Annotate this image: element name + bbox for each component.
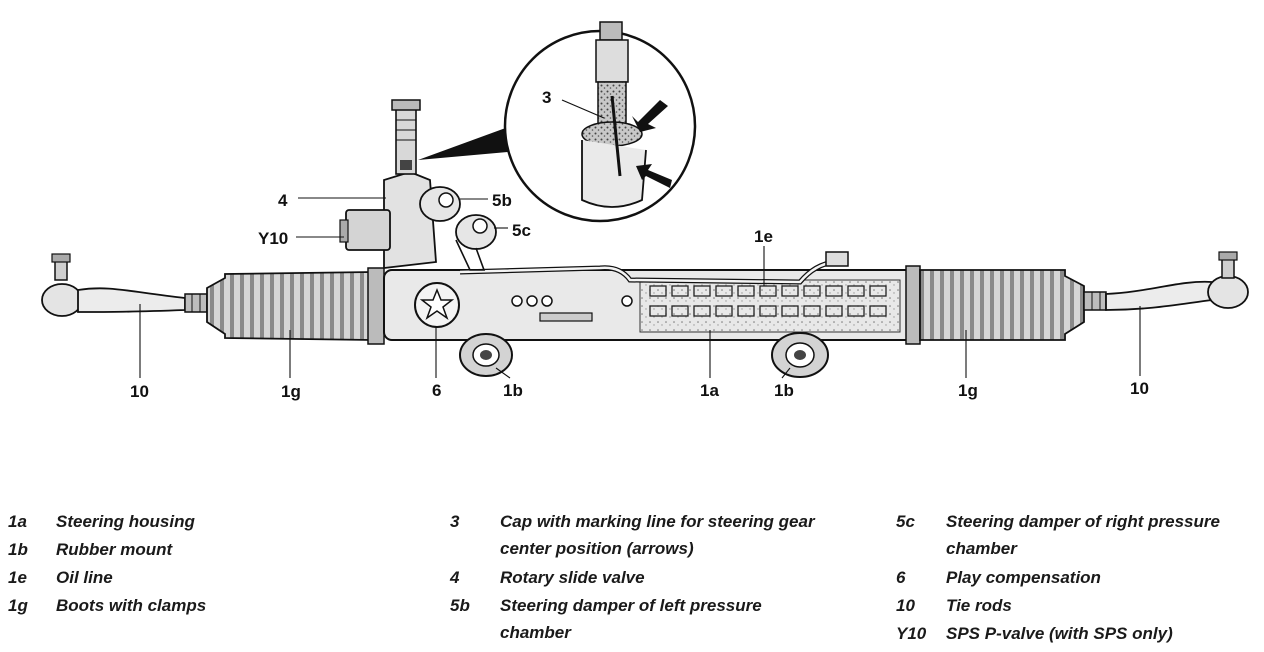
legend-key: 5b: [450, 596, 470, 615]
rubber-mount-right: [771, 332, 829, 378]
callout-4: 4: [278, 191, 288, 210]
oil-line: [459, 251, 849, 285]
callout-5b: 5b: [492, 191, 512, 210]
legend-item: 4 Rotary slide valve: [450, 564, 830, 592]
rotary-slide-valve: [383, 99, 437, 270]
legend-key: 4: [450, 568, 460, 587]
parts-legend: 1a Steering housing 1b Rubber mount 1e O…: [0, 508, 1264, 648]
callout-1a: 1a: [700, 381, 719, 400]
legend-item: 1e Oil line: [8, 564, 206, 592]
legend-text: SPS P-valve (with SPS only): [946, 624, 1173, 643]
legend-key: 10: [896, 596, 915, 615]
legend-key: 6: [896, 568, 906, 587]
tie-rod-right: [1083, 251, 1249, 311]
steering-damper-left: [419, 186, 461, 222]
boot-left: [206, 267, 385, 345]
legend-text: Rubber mount: [56, 540, 173, 559]
legend-item: 5b Steering damper of left pressure cham…: [450, 592, 830, 648]
callout-5c: 5c: [512, 221, 531, 240]
play-compensation: [414, 282, 460, 328]
callout-10-left: 10: [130, 382, 149, 401]
legend-column-1: 1a Steering housing 1b Rubber mount 1e O…: [8, 508, 206, 620]
legend-key: 1b: [8, 540, 28, 559]
callout-6: 6: [432, 381, 441, 400]
callout-y10: Y10: [258, 229, 288, 248]
callout-1g-left: 1g: [281, 382, 301, 401]
legend-column-2: 3 Cap with marking line for steering gea…: [450, 508, 830, 648]
legend-text: Play compensation: [946, 568, 1101, 587]
legend-item: 3 Cap with marking line for steering gea…: [450, 508, 830, 564]
callout-1g-right: 1g: [958, 381, 978, 400]
legend-item: 1g Boots with clamps: [8, 592, 206, 620]
steering-gear-diagram: 3 4 5b 5c Y10 1e 10 1g 6 1b 1a 1b 1g 10: [41, 21, 1249, 401]
legend-text: Steering housing: [56, 512, 195, 531]
tie-rod-left: [41, 253, 208, 317]
legend-text: Boots with clamps: [56, 596, 207, 615]
legend-item: 6 Play compensation: [896, 564, 1260, 592]
legend-column-3: 5c Steering damper of right pressure cha…: [896, 508, 1260, 648]
callout-10-right: 10: [1130, 379, 1149, 398]
legend-text: Steering damper of left pressure chamber: [500, 596, 762, 642]
legend-text: Tie rods: [946, 596, 1012, 615]
legend-item: 10 Tie rods: [896, 592, 1260, 620]
legend-item: 1a Steering housing: [8, 508, 206, 536]
legend-key: 1g: [8, 596, 28, 615]
legend-text: Oil line: [56, 568, 113, 587]
sps-p-valve: [339, 209, 391, 251]
legend-text: Steering damper of right pressure chambe…: [946, 512, 1220, 558]
steering-housing: [383, 265, 921, 345]
legend-item: 5c Steering damper of right pressure cha…: [896, 508, 1260, 564]
legend-key: 1e: [8, 568, 27, 587]
detail-inset: [418, 21, 697, 223]
callout-1b-right: 1b: [774, 381, 794, 400]
steering-damper-right: [455, 214, 497, 271]
legend-key: 1a: [8, 512, 27, 531]
leader-lines: [139, 197, 1141, 379]
legend-key: Y10: [896, 624, 927, 643]
legend-item: 1b Rubber mount: [8, 536, 206, 564]
rubber-mount-left: [459, 333, 513, 377]
legend-key: 3: [450, 512, 460, 531]
legend-key: 5c: [896, 512, 915, 531]
callout-1b-left: 1b: [503, 381, 523, 400]
legend-item: Y10 SPS P-valve (with SPS only): [896, 620, 1260, 648]
legend-text: Rotary slide valve: [500, 568, 645, 587]
legend-text: Cap with marking line for steering gear …: [500, 512, 815, 558]
boot-right: [919, 269, 1085, 341]
callout-1e: 1e: [754, 227, 773, 246]
callout-3: 3: [542, 88, 551, 107]
